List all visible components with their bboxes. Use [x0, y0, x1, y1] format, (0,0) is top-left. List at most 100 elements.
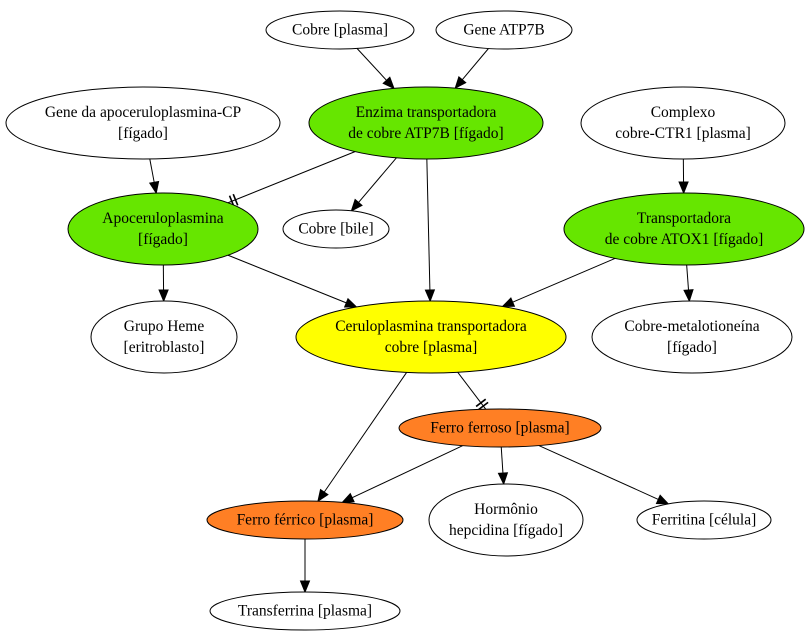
edge-ceruloplasmina-to-ferro-ferroso — [457, 371, 489, 411]
node-ellipse — [209, 591, 401, 631]
node-ellipse — [90, 300, 238, 374]
node-label: Ferro férrico [plasma] — [237, 512, 374, 529]
node-label: Hormônio — [474, 501, 538, 518]
edge-atox1-to-metalotioneina — [683, 264, 694, 303]
node-ellipse — [591, 300, 793, 374]
node-label: Ferritina [célula] — [652, 512, 757, 529]
node-ellipse — [308, 86, 544, 160]
inhibition-bar — [478, 401, 489, 411]
node-ellipse — [563, 192, 805, 266]
edge-enzima-atp7b-to-apoceruloplasmina — [227, 151, 356, 208]
edge-complexo-ctr1-to-atox1 — [678, 158, 689, 195]
arrowhead — [683, 289, 694, 303]
arrowhead — [158, 289, 169, 303]
node-atox1: Transportadora de cobre ATOX1 [fígado] — [563, 192, 805, 266]
node-ellipse — [428, 483, 584, 557]
node-label: de cobre ATP7B [fígado] — [348, 125, 503, 142]
node-ellipse — [282, 209, 390, 249]
node-label: Complexo — [651, 104, 716, 121]
arrowhead — [341, 492, 355, 503]
node-ellipse — [398, 408, 602, 448]
node-label: Cobre-metalotioneína — [624, 318, 759, 335]
edge-line — [500, 446, 504, 474]
edge-line — [538, 445, 659, 500]
edge-line — [426, 158, 431, 291]
node-apoceruloplasmina: Apoceruloplasmina [fígado] — [67, 192, 259, 266]
inhibition-bar — [232, 193, 239, 206]
node-complexo-ctr1: Complexo cobre-CTR1 [plasma] — [580, 86, 786, 160]
arrowhead — [497, 472, 509, 486]
node-label: cobre-CTR1 [plasma] — [615, 125, 751, 142]
node-ellipse — [206, 500, 404, 540]
node-transferrina: Transferrina [plasma] — [209, 591, 401, 631]
edge-line — [461, 48, 489, 81]
node-label: [fígado] — [138, 231, 188, 248]
arrowhead — [454, 75, 467, 90]
edge-ferro-ferrico-to-transferrina — [299, 539, 311, 594]
node-grupo-heme: Grupo Heme [eritroblasto] — [90, 300, 238, 374]
node-ellipse — [67, 192, 259, 266]
edge-line — [227, 151, 356, 204]
node-ellipse — [295, 300, 567, 374]
node-layer: Cobre [plasma] Gene ATP7B Gene da apocerul… — [5, 10, 805, 631]
node-label: Enzima transportadora — [356, 104, 497, 121]
edge-apoceruloplasmina-to-grupo-heme — [158, 264, 169, 303]
node-cobre-bile: Cobre [bile] — [282, 209, 390, 249]
edge-gene-apocp-to-apoceruloplasmina — [148, 158, 160, 195]
node-ferro-ferrico: Ferro férrico [plasma] — [206, 500, 404, 540]
node-label: cobre [plasma] — [385, 339, 478, 356]
node-enzima-atp7b: Enzima transportadora de cobre ATP7B [fíg… — [308, 86, 544, 160]
node-label: Gene ATP7B — [463, 22, 544, 39]
edge-line — [512, 257, 616, 303]
edge-line — [356, 48, 387, 81]
node-label: Apoceruloplasmina — [102, 210, 224, 227]
node-ellipse — [636, 500, 772, 540]
edge-line — [686, 264, 690, 291]
edge-enzima-atp7b-to-ceruloplasmina — [424, 158, 436, 303]
edge-line — [351, 445, 463, 499]
node-ellipse — [5, 86, 281, 160]
node-gene-atp7b: Gene ATP7B — [435, 10, 573, 50]
node-label: [fígado] — [667, 339, 717, 356]
edge-cobre-plasma-to-enzima-atp7b — [356, 48, 395, 90]
node-ferritina: Ferritina [célula] — [636, 500, 772, 540]
node-ellipse — [580, 86, 786, 160]
node-label: Grupo Heme — [124, 318, 205, 335]
arrowhead — [655, 494, 670, 505]
node-label: Cobre [bile] — [298, 221, 373, 238]
edge-enzima-atp7b-to-cobre-bile — [350, 157, 397, 212]
node-label: [fígado] — [118, 125, 168, 142]
arrowhead — [148, 180, 160, 195]
node-ceruloplasmina: Ceruloplasmina transportadora cobre [plas… — [295, 300, 567, 374]
arrowhead — [382, 76, 395, 90]
arrowhead — [501, 297, 516, 307]
node-ellipse — [435, 10, 573, 50]
node-label: Gene da apoceruloplasmina-CP — [45, 104, 241, 121]
node-label: Ceruloplasmina transportadora — [335, 318, 527, 335]
node-label: Cobre [plasma] — [292, 22, 388, 39]
arrowhead — [350, 198, 363, 212]
node-cobre-plasma: Cobre [plasma] — [265, 10, 415, 50]
edge-atox1-to-ceruloplasmina — [501, 257, 616, 307]
node-label: de cobre ATOX1 [fígado] — [605, 231, 764, 248]
edge-line — [323, 372, 408, 493]
arrowhead — [424, 289, 436, 303]
edge-gene-atp7b-to-enzima-atp7b — [454, 48, 489, 90]
edge-ceruloplasmina-to-ferro-ferrico — [317, 372, 408, 503]
node-ferro-ferroso: Ferro ferroso [plasma] — [398, 408, 602, 448]
arrowhead — [343, 297, 358, 308]
edge-layer — [148, 48, 694, 594]
node-label: Transportadora — [637, 210, 731, 227]
edge-ferro-ferroso-to-ferro-ferrico — [341, 445, 463, 503]
node-label: [eritroblasto] — [124, 339, 205, 356]
inhibition-bar — [475, 398, 487, 408]
edge-line — [227, 254, 347, 304]
node-metalotioneina: Cobre-metalotioneína [fígado] — [591, 300, 793, 374]
edge-line — [457, 371, 487, 410]
node-ellipse — [265, 10, 415, 50]
node-label: Transferrina [plasma] — [238, 603, 372, 620]
edge-ferro-ferroso-to-ferritina — [538, 445, 670, 505]
node-label: Ferro ferroso [plasma] — [430, 420, 569, 437]
